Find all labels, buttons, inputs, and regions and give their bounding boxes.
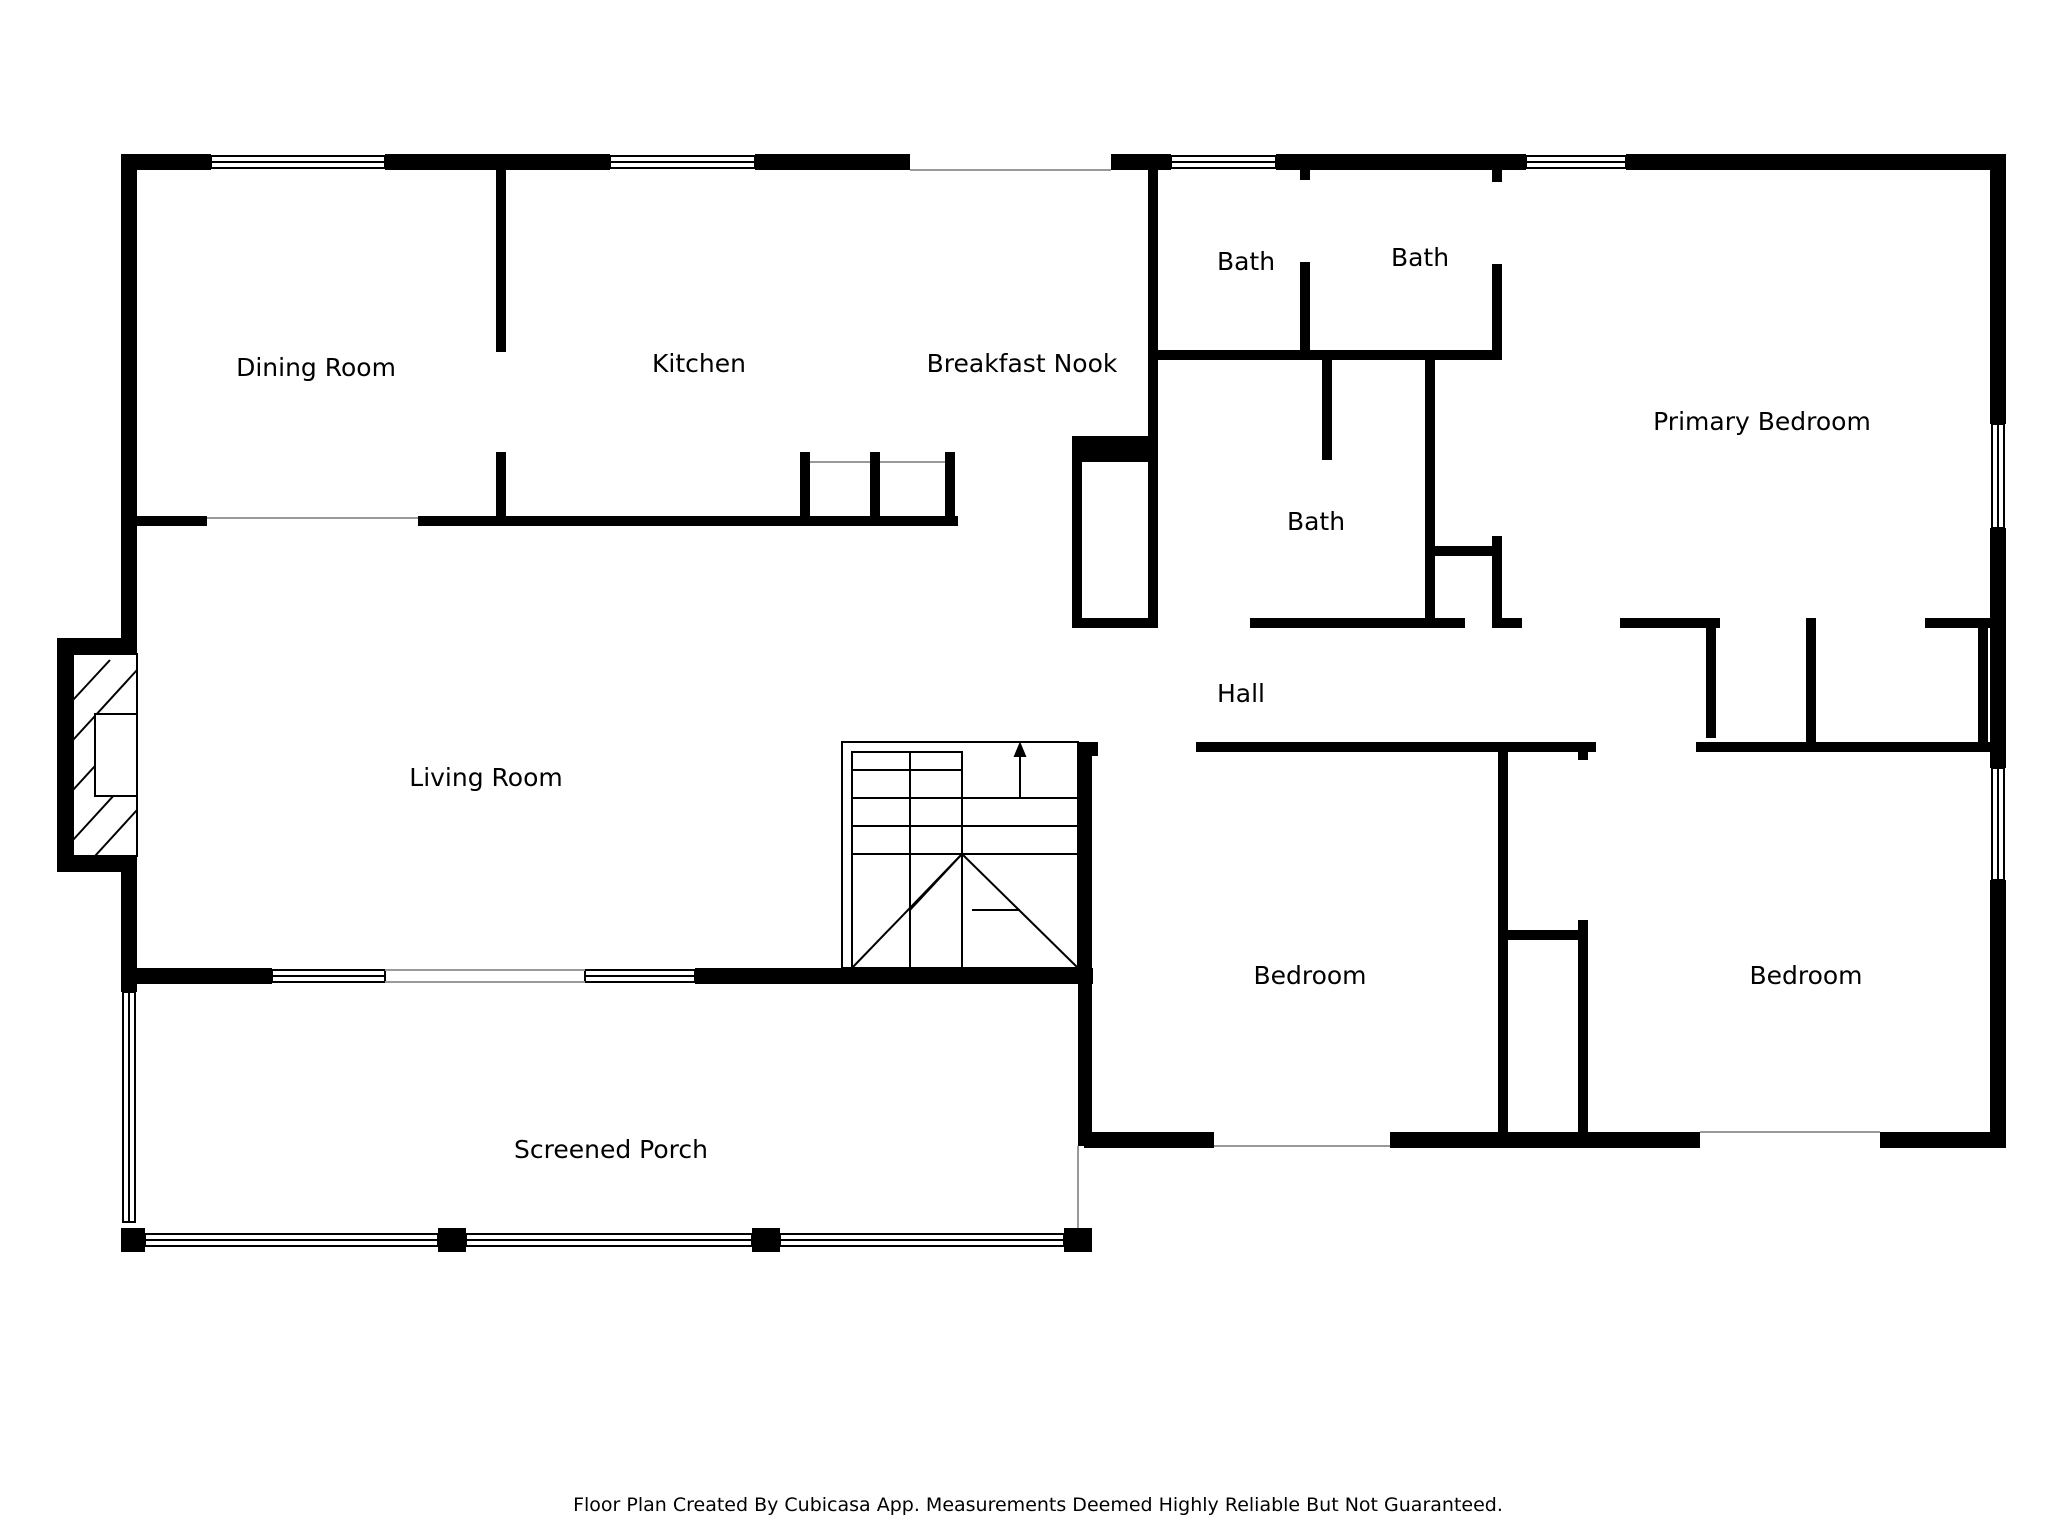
room-label-bath-1: Bath (1217, 247, 1275, 276)
staircase (841, 741, 1079, 969)
interior-walls (137, 170, 2006, 1142)
room-label-kitchen: Kitchen (652, 349, 746, 378)
room-label-breakfast-nook: Breakfast Nook (927, 349, 1118, 378)
room-label-bath-3: Bath (1287, 507, 1345, 536)
room-label-bath-2: Bath (1391, 243, 1449, 272)
room-labels: Dining Room Kitchen Breakfast Nook Bath … (236, 243, 1871, 1164)
room-label-hall: Hall (1217, 679, 1265, 708)
room-label-living-room: Living Room (409, 763, 562, 792)
footer-disclaimer: Floor Plan Created By Cubicasa App. Meas… (573, 1494, 1503, 1516)
room-label-dining-room: Dining Room (236, 353, 396, 382)
exterior-walls (57, 154, 2006, 1148)
screened-porch-walls (121, 984, 1092, 1252)
room-label-screened-porch: Screened Porch (514, 1135, 708, 1164)
room-label-bedroom-1: Bedroom (1253, 961, 1366, 990)
room-label-primary-bedroom: Primary Bedroom (1653, 407, 1871, 436)
room-label-bedroom-2: Bedroom (1749, 961, 1862, 990)
